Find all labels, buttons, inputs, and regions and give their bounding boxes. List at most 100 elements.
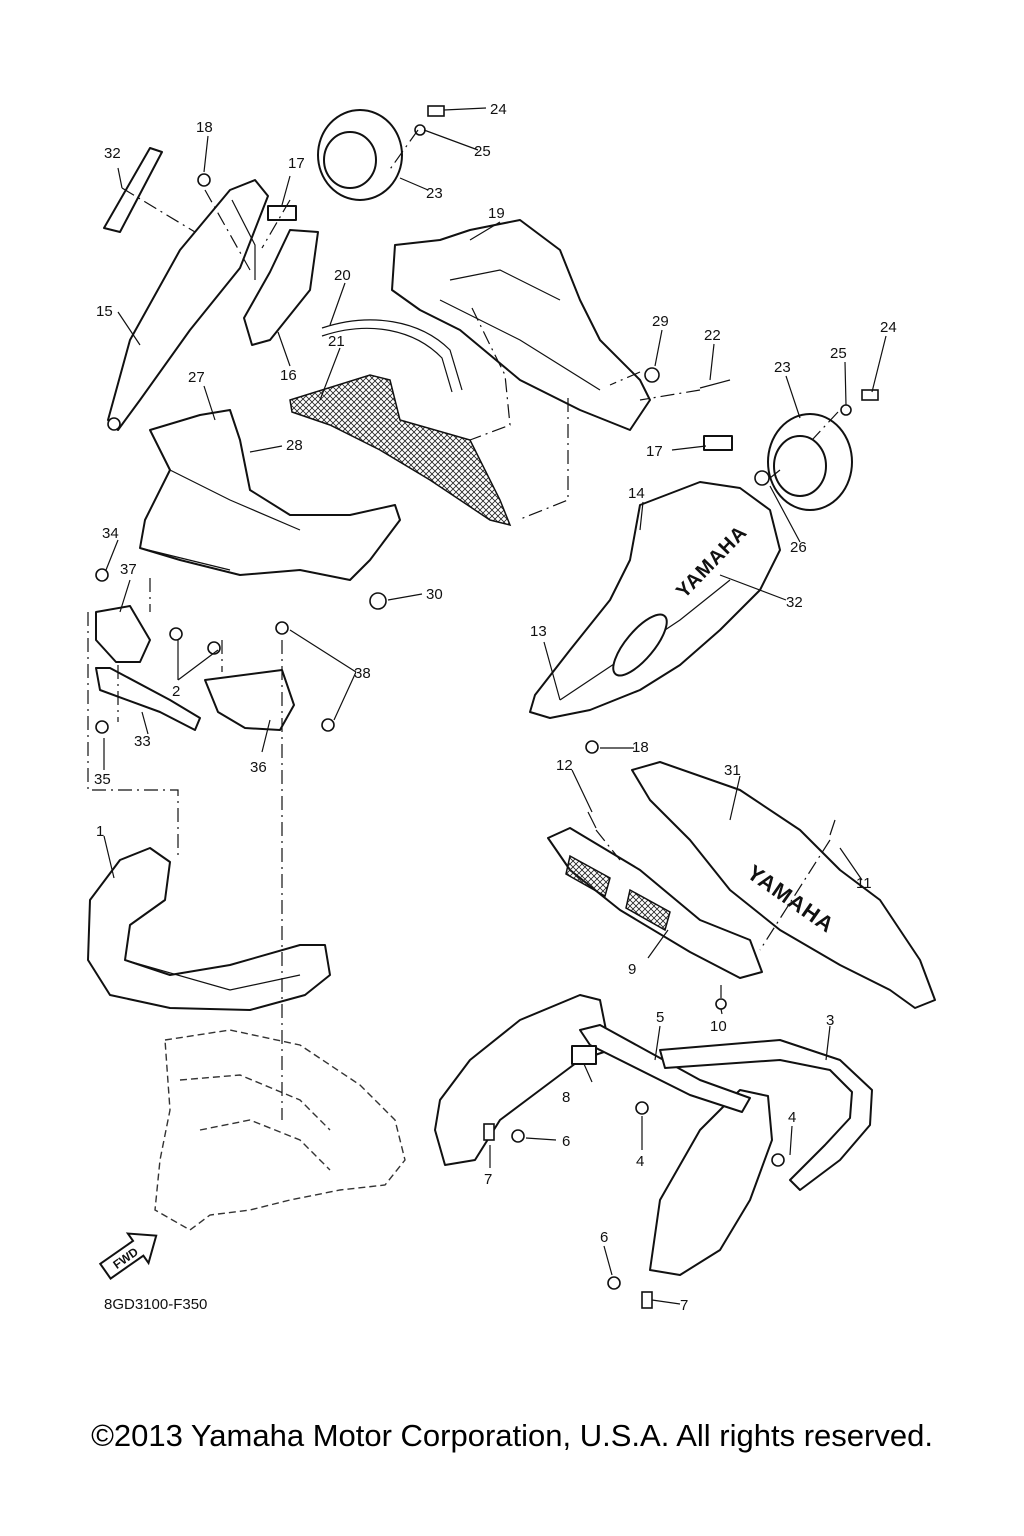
callout-22: 22 <box>704 327 721 344</box>
screw-lower <box>585 740 599 754</box>
muffler-cover-oval <box>612 613 668 677</box>
pad-top <box>267 205 297 221</box>
bolt-2-left <box>169 627 183 641</box>
bolt-34 <box>95 568 109 582</box>
callout-9: 9 <box>628 961 636 978</box>
callout-23b: 23 <box>774 359 791 376</box>
callout-37: 37 <box>120 561 137 578</box>
inner-panel-mesh-2 <box>625 888 671 932</box>
callout-7b: 7 <box>680 1297 688 1314</box>
callout-2: 2 <box>172 683 180 700</box>
callout-25: 25 <box>474 143 491 160</box>
callout-17: 17 <box>288 155 305 172</box>
rivet-12 <box>587 811 597 829</box>
callout-12: 12 <box>556 757 573 774</box>
callout-6b: 6 <box>600 1229 608 1246</box>
callout-4: 4 <box>636 1153 644 1170</box>
bolt-right <box>861 389 879 401</box>
screw-top <box>197 173 211 187</box>
side-cover-left <box>107 179 269 431</box>
decal-strip <box>103 147 163 233</box>
clip-7 <box>483 1123 495 1141</box>
air-duct <box>139 409 401 581</box>
muffler-cover <box>529 481 781 719</box>
callout-35: 35 <box>94 771 111 788</box>
callout-36: 36 <box>250 759 267 776</box>
callout-14: 14 <box>628 485 645 502</box>
parts-diagram: YAMAHA YAMAHA 1 2 3 4 4 <box>87 101 936 1314</box>
rivet-top <box>699 379 731 389</box>
callout-34: 34 <box>102 525 119 542</box>
callout-33: 33 <box>134 733 151 750</box>
callout-labels: 1 2 3 4 4 5 6 6 7 7 8 9 10 11 12 13 14 1… <box>94 101 897 1314</box>
front-bumper <box>87 847 331 1011</box>
callout-27: 27 <box>188 369 205 386</box>
callout-26: 26 <box>790 539 807 556</box>
callout-24b: 24 <box>880 319 897 336</box>
bolt-29 <box>644 367 660 383</box>
callout-15: 15 <box>96 303 113 320</box>
nut-35 <box>95 720 109 734</box>
callout-32: 32 <box>104 145 121 162</box>
callout-8: 8 <box>562 1089 570 1106</box>
bolt-38-top <box>275 621 289 635</box>
callout-28: 28 <box>286 437 303 454</box>
side-cover-hole <box>107 417 121 431</box>
washer-top <box>414 124 426 136</box>
callout-25b: 25 <box>830 345 847 362</box>
callout-19: 19 <box>488 205 505 222</box>
bolt-4-rail <box>771 1153 785 1167</box>
lower-cover-right <box>649 1089 773 1276</box>
callout-17b: 17 <box>646 443 663 460</box>
callout-5: 5 <box>656 1009 664 1026</box>
bracket-36 <box>204 669 295 731</box>
duct-cover <box>243 229 319 346</box>
mesh-bracket <box>289 374 512 527</box>
bracket-37 <box>95 605 151 663</box>
callout-24: 24 <box>490 101 507 118</box>
guard-plate <box>631 761 936 1009</box>
side-cover-edge <box>231 199 256 280</box>
bolt-4 <box>635 1101 649 1115</box>
connector-lines <box>87 129 839 1120</box>
callout-18: 18 <box>196 119 213 136</box>
callout-20: 20 <box>334 267 351 284</box>
callout-13: 13 <box>530 623 547 640</box>
callout-6: 6 <box>562 1133 570 1150</box>
rear-housing <box>391 219 651 431</box>
washer-10 <box>715 998 727 1010</box>
support-rod-33 <box>95 667 201 731</box>
diagram-code: 8GD3100-F350 <box>104 1296 208 1313</box>
callout-21: 21 <box>328 333 345 350</box>
callout-31: 31 <box>724 762 741 779</box>
callout-3: 3 <box>826 1012 834 1029</box>
leader-lines <box>103 107 887 1305</box>
callout-10: 10 <box>710 1018 727 1035</box>
callout-32b: 32 <box>786 594 803 611</box>
end-cap-top-inner <box>323 131 377 189</box>
bolt-6-lower <box>607 1276 621 1290</box>
callout-23: 23 <box>426 185 443 202</box>
air-duct-edge <box>139 469 301 571</box>
clip-7-lower <box>641 1291 653 1309</box>
bolt-top <box>427 105 445 117</box>
rivet-11 <box>829 819 836 836</box>
copyright-notice: ©2013 Yamaha Motor Corporation, U.S.A. A… <box>91 1418 933 1453</box>
inner-panel-mesh <box>565 854 611 898</box>
pad-right <box>703 435 733 451</box>
forward-arrow-icon: FWD <box>98 1232 158 1280</box>
bolt-2-mid <box>207 641 221 655</box>
bolt-38-side <box>321 718 335 732</box>
rubber-strip <box>321 319 463 393</box>
pad-8 <box>571 1045 597 1065</box>
callout-11: 11 <box>856 875 872 892</box>
callout-18b: 18 <box>632 739 649 756</box>
rail-3 <box>659 1039 873 1191</box>
frame-sketch <box>154 1029 406 1231</box>
callout-7: 7 <box>484 1171 492 1188</box>
callout-4b: 4 <box>788 1109 796 1126</box>
washer-right <box>840 404 852 416</box>
front-bumper-edge <box>124 959 301 991</box>
nut-26 <box>754 470 770 486</box>
callout-29: 29 <box>652 313 669 330</box>
